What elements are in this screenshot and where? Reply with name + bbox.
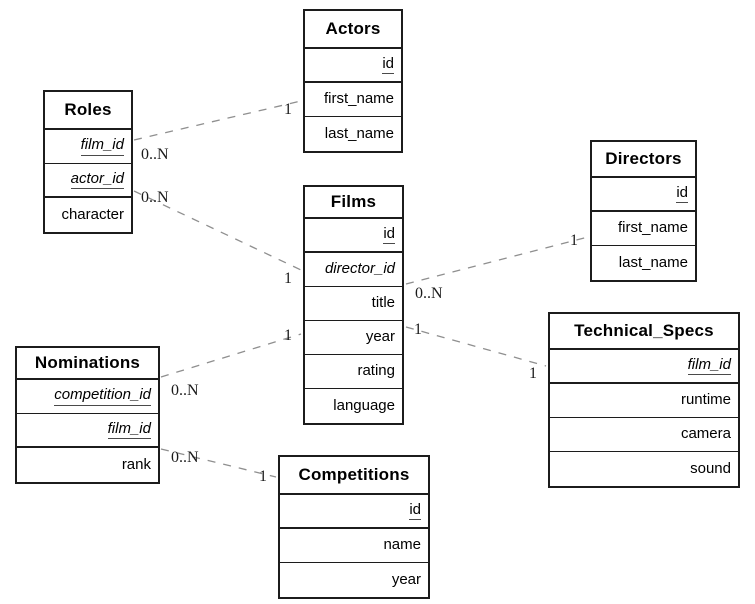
cardinality-label-roles-actors-to: 1 xyxy=(284,101,292,118)
attribute-row-first_name: first_name xyxy=(592,212,695,246)
entity-title-roles: Roles xyxy=(45,92,131,130)
attribute-label-first_name: first_name xyxy=(323,90,394,108)
attribute-label-actor_id: actor_id xyxy=(70,170,124,190)
entity-roles[interactable]: Roles film_id actor_id character xyxy=(43,90,133,234)
attribute-row-id: id xyxy=(280,495,428,529)
attribute-label-id: id xyxy=(409,501,421,521)
attribute-row-title: title xyxy=(305,287,402,321)
attribute-label-film_id: film_id xyxy=(107,420,151,440)
attribute-row-id: id xyxy=(305,49,401,83)
attribute-label-first_name: first_name xyxy=(617,219,688,237)
cardinality-label-nominations-films-from: 0..N xyxy=(171,382,199,399)
attribute-row-language: language xyxy=(305,389,402,423)
attribute-row-year: year xyxy=(280,563,428,597)
attribute-label-name: name xyxy=(383,536,421,554)
attribute-label-sound: sound xyxy=(690,459,731,477)
attribute-label-film_id: film_id xyxy=(80,137,124,156)
attribute-label-year: year xyxy=(391,570,421,588)
attribute-row-film_id: film_id xyxy=(45,130,131,164)
cardinality-label-roles-films-to: 1 xyxy=(284,270,292,287)
attribute-label-director_id: director_id xyxy=(324,260,395,278)
cardinality-label-films-directors-from: 0..N xyxy=(415,285,443,302)
cardinality-label-films-directors-to: 1 xyxy=(570,232,578,249)
attribute-label-language: language xyxy=(333,396,395,414)
attribute-row-camera: camera xyxy=(550,418,738,452)
attribute-label-rank: rank xyxy=(121,455,151,473)
relationship-line-films-directors xyxy=(405,236,589,285)
relationship-line-nominations-competitions xyxy=(160,448,277,478)
attribute-label-last_name: last_name xyxy=(618,253,688,271)
relationship-line-roles-actors xyxy=(133,100,302,141)
attribute-row-rank: rank xyxy=(17,448,158,482)
attribute-label-id: id xyxy=(383,225,395,245)
attribute-row-rating: rating xyxy=(305,355,402,389)
entity-title-films: Films xyxy=(305,187,402,219)
attribute-row-runtime: runtime xyxy=(550,384,738,418)
cardinality-label-roles-films-from: 0..N xyxy=(141,189,169,206)
entity-title-technical_specs: Technical_Specs xyxy=(550,314,738,350)
entity-title-nominations: Nominations xyxy=(17,348,158,380)
attribute-row-actor_id: actor_id xyxy=(45,164,131,198)
entity-competitions[interactable]: Competitions id name year xyxy=(278,455,430,599)
entity-directors[interactable]: Directors id first_name last_name xyxy=(590,140,697,282)
attribute-row-first_name: first_name xyxy=(305,83,401,117)
relationship-line-nominations-films xyxy=(160,333,302,378)
cardinality-label-nominations-films-to: 1 xyxy=(284,327,292,344)
attribute-label-id: id xyxy=(676,184,688,204)
attribute-row-film_id: film_id xyxy=(17,414,158,448)
attribute-label-title: title xyxy=(371,294,395,312)
attribute-label-character: character xyxy=(61,205,124,223)
cardinality-label-roles-actors-from: 0..N xyxy=(141,146,169,163)
attribute-label-runtime: runtime xyxy=(680,391,731,409)
entity-title-directors: Directors xyxy=(592,142,695,178)
attribute-row-id: id xyxy=(592,178,695,212)
entity-title-competitions: Competitions xyxy=(280,457,428,495)
attribute-row-sound: sound xyxy=(550,452,738,486)
attribute-row-last_name: last_name xyxy=(305,117,401,151)
attribute-label-id: id xyxy=(382,55,394,75)
attribute-row-character: character xyxy=(45,198,131,232)
attribute-row-id: id xyxy=(305,219,402,253)
cardinality-label-nominations-competitions-to: 1 xyxy=(259,468,267,485)
cardinality-label-films-technical-specs-to: 1 xyxy=(529,365,537,382)
attribute-label-year: year xyxy=(365,328,395,346)
attribute-row-director_id: director_id xyxy=(305,253,402,287)
cardinality-label-films-technical-specs-from: 1 xyxy=(414,321,422,338)
attribute-row-name: name xyxy=(280,529,428,563)
attribute-row-last_name: last_name xyxy=(592,246,695,280)
cardinality-label-nominations-competitions-from: 0..N xyxy=(171,449,199,466)
attribute-label-film_id: film_id xyxy=(687,356,731,376)
relationship-line-films-technical-specs xyxy=(405,326,547,367)
attribute-row-year: year xyxy=(305,321,402,355)
attribute-label-last_name: last_name xyxy=(324,124,394,142)
entity-actors[interactable]: Actors id first_name last_name xyxy=(303,9,403,153)
attribute-row-film_id: film_id xyxy=(550,350,738,384)
attribute-row-competition_id: competition_id xyxy=(17,380,158,414)
attribute-label-rating: rating xyxy=(357,362,395,380)
entity-title-actors: Actors xyxy=(305,11,401,49)
attribute-label-competition_id: competition_id xyxy=(54,387,151,406)
attribute-label-camera: camera xyxy=(680,425,731,443)
